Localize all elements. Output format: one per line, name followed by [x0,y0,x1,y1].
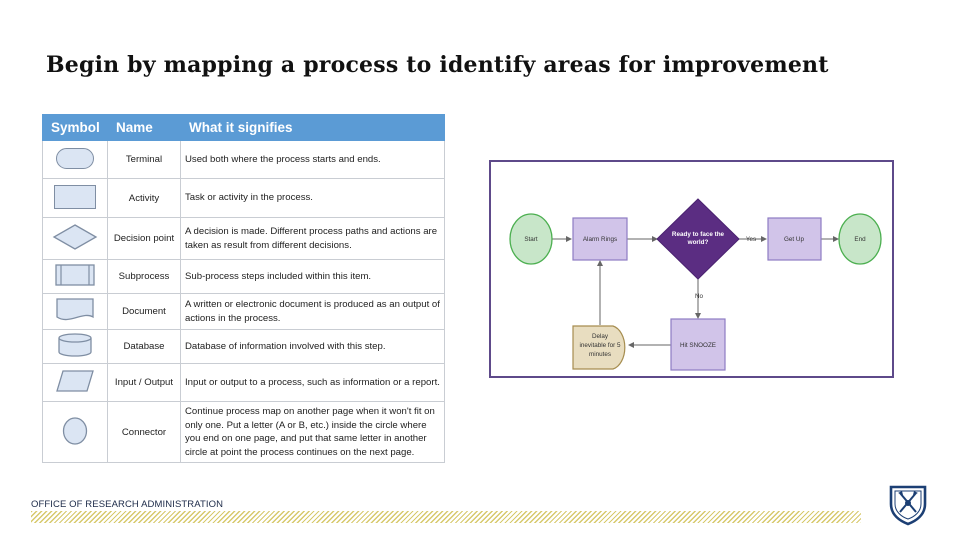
table-header-row: Symbol Name What it signifies [42,114,445,141]
row-name: Decision point [107,217,181,260]
row-name: Connector [107,401,181,463]
row-description: Used both where the process starts and e… [180,140,445,179]
start-label: Start [524,236,538,243]
table-row: Subprocess Sub-process steps included wi… [42,259,445,294]
input-output-shape-icon [56,370,94,392]
decision-shape-icon [52,224,98,250]
row-description: Input or output to a process, such as in… [180,363,445,402]
end-label: End [854,236,866,243]
hit-snooze-activity [670,318,726,371]
table-row: Connector Continue process map on anothe… [42,401,445,463]
page-title: Begin by mapping a process to identify a… [46,52,829,78]
decision-label-2: world? [687,239,709,246]
row-description: Sub-process steps included within this i… [180,259,445,294]
delay-shape [572,325,626,370]
terminal-shape-icon [56,147,94,169]
row-description: A decision is made. Different process pa… [180,217,445,260]
alarm-rings-activity [572,217,628,261]
end-terminal [838,213,882,265]
header-symbol: Symbol [42,114,108,141]
process-flow-diagram: Start Alarm Rings Ready to face the worl… [489,160,894,378]
table-row: Input / Output Input or output to a proc… [42,363,445,402]
row-name: Activity [107,178,181,218]
header-description: What it signifies [180,114,445,141]
snooze-label: Hit SNOOZE [680,342,716,349]
alarm-label: Alarm Rings [583,236,617,243]
delay-label-1: Delay [592,333,609,340]
footer-divider [31,511,861,523]
database-shape-icon [58,333,92,357]
row-description: A written or electronic document is prod… [180,293,445,330]
getup-label: Get Up [784,236,804,243]
start-terminal [509,213,553,265]
footer-org-name: OFFICE OF RESEARCH ADMINISTRATION [31,499,224,510]
row-name: Database [107,329,181,364]
table-row: Decision point A decision is made. Diffe… [42,217,445,260]
ready-decision [656,198,740,280]
symbol-table: Symbol Name What it signifies Terminal U… [42,114,445,463]
activity-shape-icon [54,184,96,209]
row-description: Continue process map on another page whe… [180,401,445,463]
get-up-activity [767,217,822,261]
delay-label-3: minutes [589,351,611,358]
emory-shield-icon [889,485,927,526]
table-row: Document A written or electronic documen… [42,293,445,330]
subprocess-shape-icon [55,264,95,286]
flow-svg: Start Alarm Rings Ready to face the worl… [509,198,882,371]
row-name: Subprocess [107,259,181,294]
no-label: No [695,293,704,300]
row-name: Input / Output [107,363,181,402]
row-description: Database of information involved with th… [180,329,445,364]
connector-shape-icon [62,416,88,445]
table-row: Database Database of information involve… [42,329,445,364]
row-name: Document [107,293,181,330]
table-row: Activity Task or activity in the process… [42,178,445,218]
row-name: Terminal [107,140,181,179]
header-name: Name [107,114,181,141]
row-description: Task or activity in the process. [180,178,445,218]
decision-label-1: Ready to face the [672,231,725,238]
document-shape-icon [56,298,94,321]
yes-label: Yes [746,236,756,243]
table-row: Terminal Used both where the process sta… [42,140,445,179]
delay-label-2: inevitable for 5 [580,342,621,349]
